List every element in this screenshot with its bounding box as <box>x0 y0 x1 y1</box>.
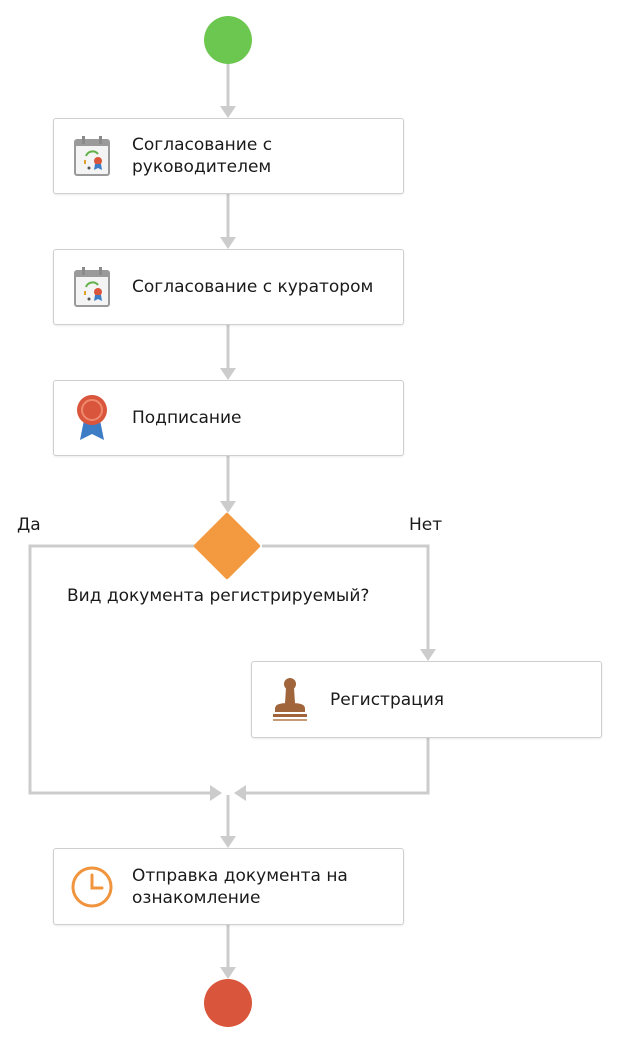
arrowhead <box>220 836 236 848</box>
stamp-icon <box>268 676 312 724</box>
calendar-approval-icon <box>70 132 114 180</box>
calendar-approval-icon <box>70 263 114 311</box>
task-label: Отправка документа на ознакомление <box>132 865 348 908</box>
decision-yes-label: Да <box>17 515 41 535</box>
task-label: Регистрация <box>330 689 444 710</box>
arrowhead <box>220 368 236 380</box>
task-label: Согласование с руководителем <box>132 135 273 177</box>
decision-no-label: Нет <box>409 515 443 535</box>
arrowhead <box>220 106 236 118</box>
clock-icon <box>70 863 114 911</box>
task-approval-curator[interactable]: Согласование с куратором <box>53 249 404 325</box>
task-label: Подписание <box>132 408 242 428</box>
award-ribbon-icon <box>70 394 114 442</box>
task-signing[interactable]: Подписание <box>53 380 404 456</box>
task-label: Согласование с куратором <box>132 277 374 297</box>
arrowhead <box>220 501 236 513</box>
decision-question: Вид документа регистрируемый? <box>67 586 370 606</box>
task-registration[interactable]: Регистрация <box>251 661 602 738</box>
start-event[interactable] <box>204 16 252 64</box>
connector-no-branch <box>262 544 430 651</box>
arrowhead <box>420 649 436 661</box>
arrowhead <box>210 785 222 801</box>
connector-registration-to-merge <box>244 738 430 795</box>
task-send-for-review[interactable]: Отправка документа на ознакомление <box>53 848 404 925</box>
connector-yes-branch <box>28 544 212 795</box>
arrowhead <box>234 785 246 801</box>
arrowhead <box>220 967 236 979</box>
arrowhead <box>220 237 236 249</box>
task-approval-manager[interactable]: Согласование с руководителем <box>53 118 404 194</box>
end-event[interactable] <box>204 979 252 1027</box>
